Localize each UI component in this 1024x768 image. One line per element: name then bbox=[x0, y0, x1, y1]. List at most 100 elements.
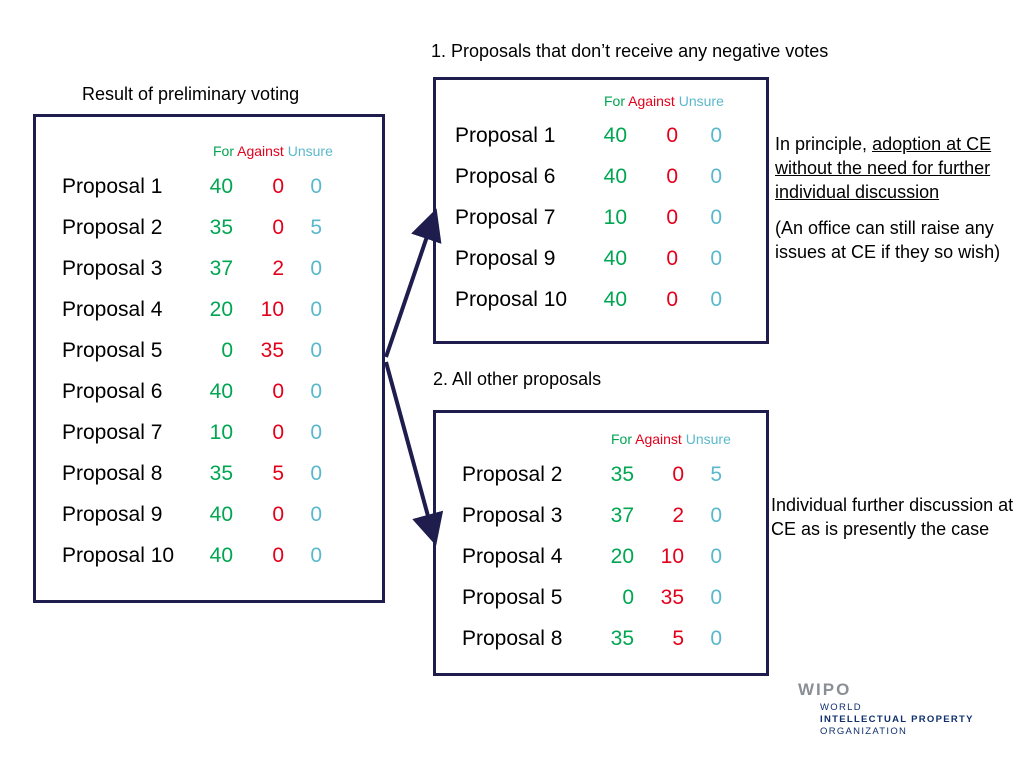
for-count: 40 bbox=[603, 124, 627, 147]
proposal-name: Proposal 8 bbox=[462, 627, 563, 650]
arrow-to-group2 bbox=[384, 361, 444, 546]
proposal-name: Proposal 8 bbox=[62, 462, 163, 485]
proposal-name: Proposal 9 bbox=[455, 247, 556, 270]
header-unsure: Unsure bbox=[678, 93, 724, 109]
group2-title: 2. All other proposals bbox=[433, 369, 602, 389]
unsure-count: 0 bbox=[310, 462, 322, 485]
against-count: 5 bbox=[272, 462, 284, 485]
for-count: 35 bbox=[209, 462, 233, 485]
proposal-name: Proposal 5 bbox=[462, 586, 563, 609]
column-headers: For Against Unsure bbox=[611, 431, 731, 447]
unsure-count: 0 bbox=[310, 503, 322, 526]
unsure-count: 0 bbox=[310, 380, 322, 403]
header-against: Against bbox=[237, 143, 284, 159]
group1-note-underlined: adoption at CE without the need for furt… bbox=[775, 134, 992, 202]
for-count: 37 bbox=[610, 504, 634, 527]
proposal-name: Proposal 6 bbox=[455, 165, 556, 188]
unsure-count: 0 bbox=[710, 206, 722, 229]
for-count: 40 bbox=[603, 165, 627, 188]
proposal-name: Proposal 10 bbox=[455, 288, 568, 311]
for-count: 40 bbox=[209, 503, 233, 526]
header-for: For bbox=[213, 143, 234, 159]
table-row: Proposal 8 35 5 0 bbox=[36, 462, 382, 492]
for-count: 0 bbox=[622, 586, 634, 609]
header-against: Against bbox=[635, 431, 682, 447]
header-unsure: Unsure bbox=[685, 431, 731, 447]
proposal-name: Proposal 1 bbox=[455, 124, 556, 147]
wipo-logo-line2: INTELLECTUAL PROPERTY bbox=[820, 714, 974, 725]
proposal-name: Proposal 1 bbox=[62, 175, 163, 198]
against-count: 0 bbox=[666, 124, 678, 147]
proposal-name: Proposal 9 bbox=[62, 503, 163, 526]
group1-title: 1. Proposals that don’t receive any nega… bbox=[431, 41, 829, 61]
against-count: 10 bbox=[260, 298, 284, 321]
unsure-count: 5 bbox=[710, 463, 722, 486]
against-count: 10 bbox=[660, 545, 684, 568]
for-count: 20 bbox=[610, 545, 634, 568]
for-count: 35 bbox=[610, 627, 634, 650]
for-count: 40 bbox=[603, 288, 627, 311]
unsure-count: 5 bbox=[310, 216, 322, 239]
table-row: Proposal 1 40 0 0 bbox=[436, 124, 766, 154]
wipo-logo-mark: WIPO bbox=[798, 680, 852, 699]
against-count: 0 bbox=[666, 247, 678, 270]
header-for: For bbox=[611, 431, 632, 447]
against-count: 0 bbox=[666, 288, 678, 311]
unsure-count: 0 bbox=[710, 288, 722, 311]
group2-note: Individual further discussion at CE as i… bbox=[771, 495, 1014, 539]
unsure-count: 0 bbox=[710, 124, 722, 147]
for-count: 40 bbox=[209, 544, 233, 567]
unsure-count: 0 bbox=[710, 627, 722, 650]
wipo-logo-line3: ORGANIZATION bbox=[820, 726, 908, 737]
against-count: 2 bbox=[672, 504, 684, 527]
unsure-count: 0 bbox=[310, 544, 322, 567]
group1-note-prefix: In principle, bbox=[775, 134, 873, 154]
against-count: 0 bbox=[672, 463, 684, 486]
against-count: 0 bbox=[666, 165, 678, 188]
proposal-name: Proposal 2 bbox=[62, 216, 163, 239]
against-count: 2 bbox=[272, 257, 284, 280]
unsure-count: 0 bbox=[710, 504, 722, 527]
wipo-logo-line1: WORLD bbox=[820, 702, 862, 713]
for-count: 40 bbox=[209, 380, 233, 403]
against-count: 0 bbox=[666, 206, 678, 229]
unsure-count: 0 bbox=[710, 586, 722, 609]
for-count: 10 bbox=[603, 206, 627, 229]
unsure-count: 0 bbox=[310, 257, 322, 280]
for-count: 0 bbox=[221, 339, 233, 362]
against-count: 0 bbox=[272, 175, 284, 198]
header-for: For bbox=[604, 93, 625, 109]
column-headers: For Against Unsure bbox=[213, 143, 333, 159]
against-count: 5 bbox=[672, 627, 684, 650]
unsure-count: 0 bbox=[310, 421, 322, 444]
proposal-name: Proposal 4 bbox=[62, 298, 163, 321]
arrow-to-group1 bbox=[384, 208, 442, 358]
proposal-name: Proposal 6 bbox=[62, 380, 163, 403]
group1-note2: (An office can still raise any issues at… bbox=[775, 218, 1001, 262]
against-count: 0 bbox=[272, 216, 284, 239]
table-row: Proposal 8 35 5 0 bbox=[436, 627, 766, 657]
for-count: 40 bbox=[209, 175, 233, 198]
table-row: Proposal 10 40 0 0 bbox=[436, 288, 766, 318]
for-count: 40 bbox=[603, 247, 627, 270]
against-count: 0 bbox=[272, 421, 284, 444]
wipo-logo: WIPO WORLD INTELLECTUAL PROPERTY ORGANIZ… bbox=[798, 680, 974, 738]
header-unsure: Unsure bbox=[287, 143, 333, 159]
for-count: 37 bbox=[209, 257, 233, 280]
against-count: 0 bbox=[272, 503, 284, 526]
